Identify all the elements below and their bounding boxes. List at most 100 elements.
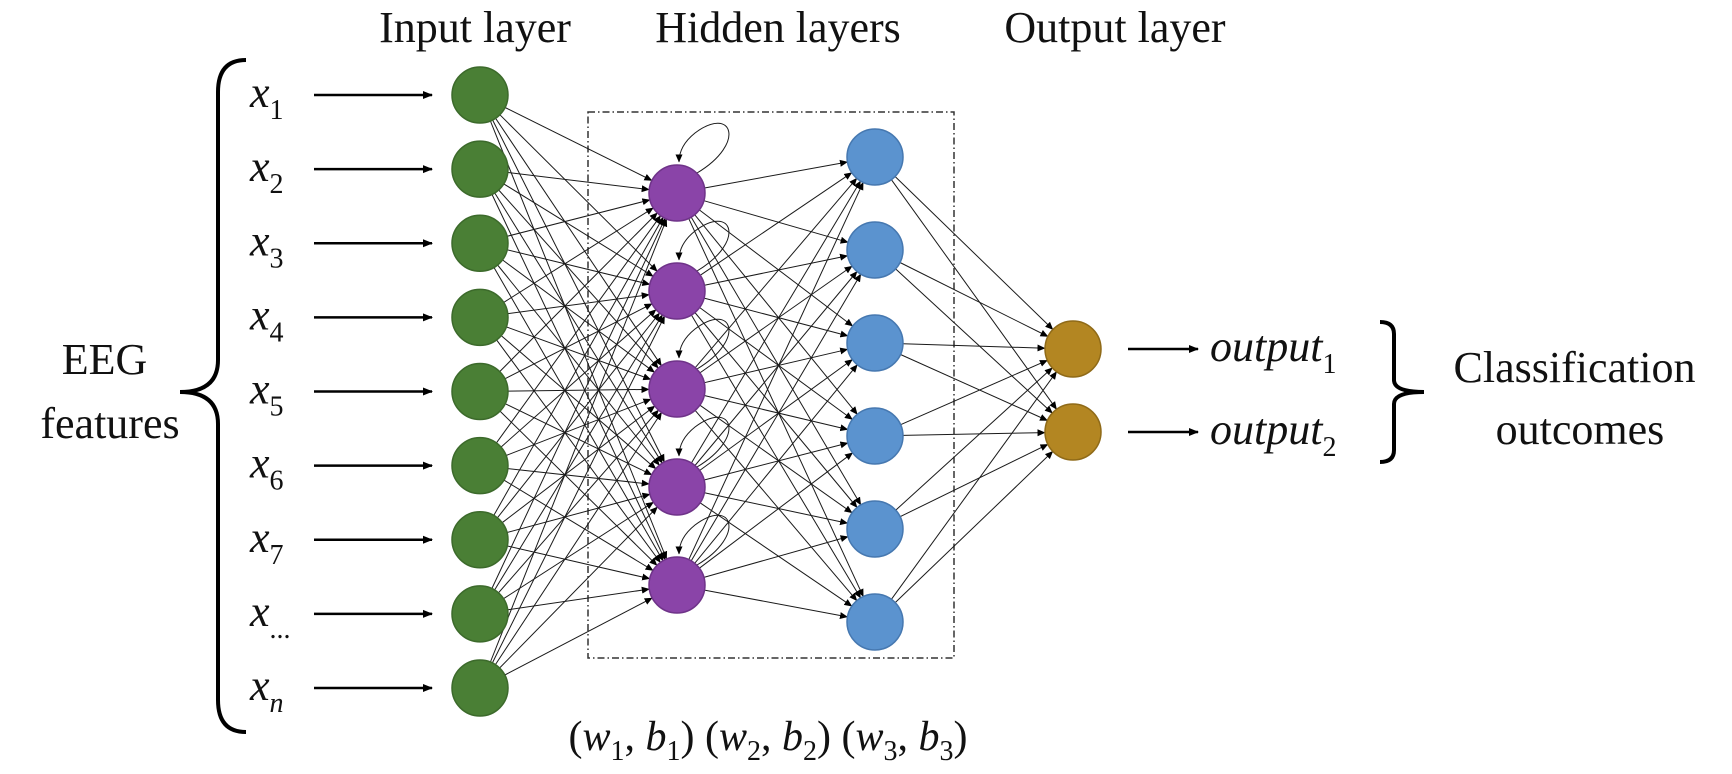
hidden2-node <box>846 593 904 651</box>
edge-hidden1-hidden2 <box>690 216 862 506</box>
edge-hidden1-hidden2 <box>688 181 864 560</box>
hidden1-node <box>648 458 706 516</box>
edge-input-hidden1 <box>499 410 658 566</box>
edge-hidden2-output <box>890 179 1058 410</box>
recurrent-loop-arrow <box>675 416 730 468</box>
edge-input-hidden1 <box>494 192 663 464</box>
input-variable-label: x... <box>249 587 291 645</box>
edge-hidden2-output <box>894 176 1054 330</box>
edge-hidden2-output <box>900 354 1048 421</box>
edge-input-hidden1 <box>503 479 654 571</box>
edge-input-hidden1 <box>506 492 651 533</box>
edge-hidden2-output <box>899 443 1049 518</box>
input-variable-label: x2 <box>249 142 284 200</box>
hidden-layers-title: Hidden layers <box>655 3 901 52</box>
input-node <box>451 585 509 643</box>
hidden2-node <box>846 221 904 279</box>
input-layer-title: Input layer <box>379 3 571 52</box>
output-node <box>1044 320 1102 378</box>
hidden1-node <box>648 262 706 320</box>
edge-input-hidden1 <box>507 586 650 611</box>
edge-input-hidden1 <box>491 194 666 561</box>
edge-input-hidden1 <box>489 218 668 663</box>
input-node <box>451 140 509 198</box>
input-variable-label: xn <box>249 661 284 719</box>
input-node <box>451 659 509 717</box>
input-variable-label: x7 <box>249 513 284 571</box>
edge-input-hidden1 <box>503 183 654 277</box>
edge-hidden2-output <box>902 343 1046 352</box>
edge-input-hidden1 <box>504 107 653 181</box>
edge-hidden1-hidden2 <box>699 359 853 471</box>
edge-input-hidden1 <box>505 398 652 456</box>
edge-input-hidden1 <box>500 309 657 448</box>
edge-input-hidden1 <box>498 409 659 594</box>
edge-hidden1-hidden2 <box>703 200 849 244</box>
edge-hidden1-hidden2 <box>699 265 853 374</box>
input-node <box>451 436 509 495</box>
edge-hidden1-hidden2 <box>699 502 853 607</box>
edge-input-hidden1 <box>501 405 656 524</box>
input-node <box>451 511 509 569</box>
edge-hidden2-output <box>900 359 1048 426</box>
edge-input-hidden1 <box>502 259 655 373</box>
edge-input-hidden1 <box>506 326 652 381</box>
edge-hidden2-output <box>895 268 1053 414</box>
recurrent-loops <box>675 122 730 566</box>
edge-input-hidden1 <box>503 207 654 303</box>
edge-hidden1-hidden2 <box>694 271 858 466</box>
recurrent-loop-arrow <box>675 122 730 174</box>
edge-hidden1-hidden2 <box>703 297 849 338</box>
recurrent-loop-arrow <box>675 514 730 566</box>
edge-hidden1-hidden2 <box>694 214 858 415</box>
edge-input-hidden1 <box>491 315 666 664</box>
edge-hidden1-hidden2 <box>694 177 858 369</box>
edge-hidden1-hidden2 <box>694 364 858 564</box>
edge-hidden1-hidden2 <box>694 312 858 508</box>
edge-input-hidden1 <box>495 215 662 444</box>
input-arrows <box>314 91 433 692</box>
hidden1-node <box>648 164 706 222</box>
edge-input-hidden1 <box>497 312 660 519</box>
input-node <box>451 214 509 272</box>
hidden2-node <box>846 128 904 186</box>
edge-input-hidden1 <box>495 118 662 367</box>
edge-hidden1-hidden2 <box>703 441 849 481</box>
recurrent-loop-arrow <box>675 220 730 272</box>
edge-input-hidden1 <box>503 501 654 600</box>
eeg-features-label: EEG features <box>40 335 179 448</box>
edge-input-hidden1 <box>493 216 664 516</box>
edge-input-hidden1 <box>494 411 663 665</box>
edge-input-hidden1 <box>497 264 660 466</box>
edge-input-hidden1 <box>507 385 650 393</box>
output-brace <box>1379 320 1425 464</box>
edge-input-hidden1 <box>504 597 653 676</box>
edge-hidden2-output <box>890 371 1058 600</box>
input-brace <box>179 58 247 734</box>
edge-input-hidden1 <box>493 267 664 562</box>
classification-outcomes-label: Classification outcomes <box>1454 343 1707 454</box>
input-variable-label: x3 <box>249 216 284 274</box>
output-variable-label: output2 <box>1210 405 1336 463</box>
edge-hidden2-output <box>902 429 1046 437</box>
hidden1-node <box>648 360 706 418</box>
edge-hidden1-hidden2 <box>698 209 854 327</box>
edge-hidden1-hidden2 <box>690 180 862 464</box>
edge-hidden2-output <box>894 451 1054 603</box>
edge-hidden1-hidden2 <box>704 159 848 189</box>
input-variable-label: x4 <box>249 290 284 348</box>
output-variable-label: output1 <box>1210 322 1336 380</box>
edge-input-hidden1 <box>499 114 658 272</box>
hidden2-node <box>846 407 904 465</box>
input-node <box>451 66 509 124</box>
weights-biases-label: (w1, b1) (w2, b2) (w3, b3) <box>568 714 967 767</box>
edge-hidden1-hidden2 <box>694 409 858 602</box>
edge-hidden1-hidden2 <box>699 172 853 276</box>
edge-input-hidden1 <box>507 545 651 581</box>
edge-input-hidden1 <box>499 212 658 372</box>
edge-hidden1-hidden2 <box>690 314 862 599</box>
edge-input-hidden1 <box>494 314 663 591</box>
edge-input-hidden1 <box>499 506 658 669</box>
edge-hidden1-hidden2 <box>704 589 848 619</box>
